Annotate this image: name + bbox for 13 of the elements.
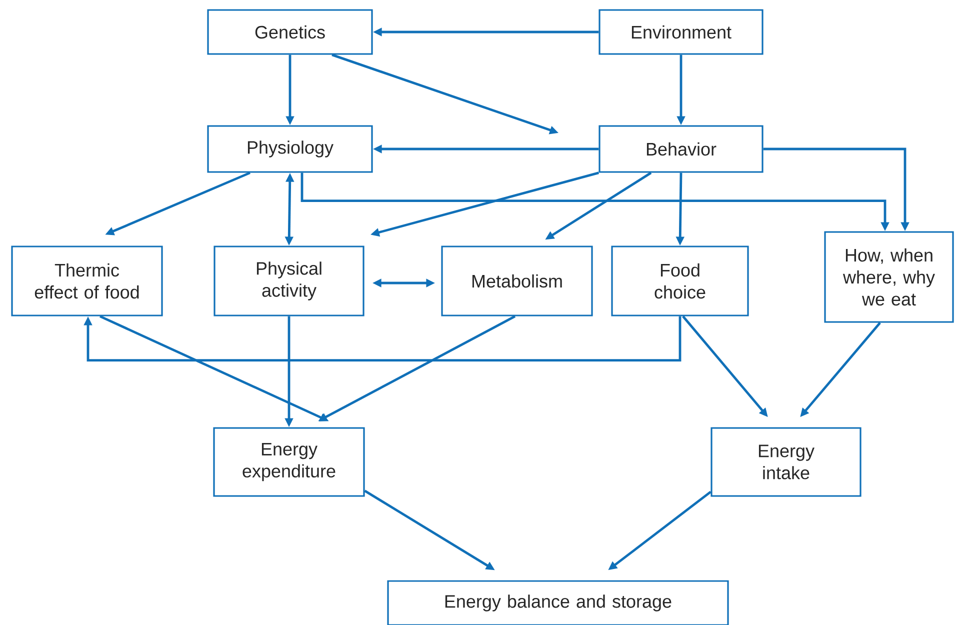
process-box: Food choice bbox=[611, 246, 749, 316]
process-box: Physical activity bbox=[214, 246, 364, 316]
process-box: Environment bbox=[598, 9, 764, 55]
arrow bbox=[84, 316, 682, 362]
process-box: Behavior bbox=[598, 125, 764, 173]
process-box: Energy intake bbox=[710, 427, 862, 497]
process-box: Energy expenditure bbox=[213, 427, 365, 497]
process-box: Metabolism bbox=[441, 246, 593, 316]
process-box: Energy balance and storage bbox=[387, 580, 729, 625]
process-box: How, when where, why we eat bbox=[824, 231, 954, 323]
process-box: Thermic effect of food bbox=[11, 246, 163, 316]
process-box: Physiology bbox=[207, 125, 373, 173]
process-box: Genetics bbox=[207, 9, 373, 55]
